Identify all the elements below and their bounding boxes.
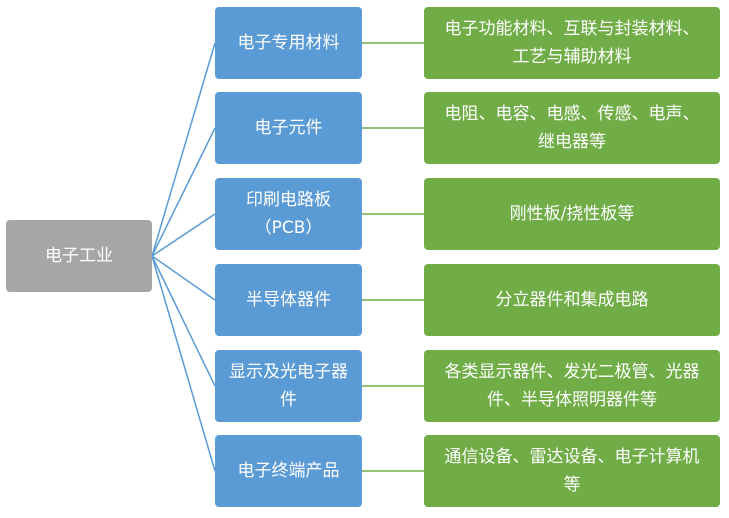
description-text: 电子功能材料、互联与封装材料、 工艺与辅助材料: [444, 19, 700, 67]
description-text: 分立器件和集成电路: [495, 290, 649, 310]
root-connector-line: [151, 255, 216, 301]
root-node: 电子工业: [6, 220, 152, 292]
category-node: 电子元件: [215, 92, 362, 164]
category-label: 半导体器件: [246, 290, 331, 310]
category-label: 电子元件: [254, 118, 323, 138]
description-text: 刚性板/挠性板等: [509, 204, 635, 224]
category-node: 印刷电路板 （PCB）: [215, 178, 362, 250]
description-text: 各类显示器件、发光二极管、光器 件、半导体照明器件等: [444, 362, 700, 410]
description-text: 电阻、电容、电感、传感、电声、 继电器等: [444, 104, 700, 152]
root-connector-line: [151, 127, 216, 257]
root-connector-line: [151, 42, 216, 257]
category-node: 电子终端产品: [215, 435, 362, 507]
leaf-connectors: [362, 42, 424, 472]
description-node: 电阻、电容、电感、传感、电声、 继电器等: [424, 92, 720, 164]
root-connectors: [151, 42, 216, 472]
description-node: 各类显示器件、发光二极管、光器 件、半导体照明器件等: [424, 350, 720, 422]
category-node: 半导体器件: [215, 264, 362, 336]
description-node: 刚性板/挠性板等: [424, 178, 720, 250]
root-connector-line: [151, 213, 216, 257]
category-node: 电子专用材料: [215, 7, 362, 79]
category-label: 印刷电路板 （PCB）: [246, 190, 331, 238]
description-node: 通信设备、雷达设备、电子计算机 等: [424, 435, 720, 507]
description-node: 电子功能材料、互联与封装材料、 工艺与辅助材料: [424, 7, 720, 79]
category-node: 显示及光电子器 件: [215, 350, 362, 422]
description-node: 分立器件和集成电路: [424, 264, 720, 336]
category-label: 电子终端产品: [237, 461, 340, 481]
category-label: 显示及光电子器 件: [229, 362, 348, 410]
category-label: 电子专用材料: [237, 33, 340, 53]
root-label: 电子工业: [45, 246, 113, 266]
description-text: 通信设备、雷达设备、电子计算机 等: [444, 447, 700, 495]
root-connector-line: [151, 255, 216, 387]
root-connector-line: [151, 255, 216, 472]
